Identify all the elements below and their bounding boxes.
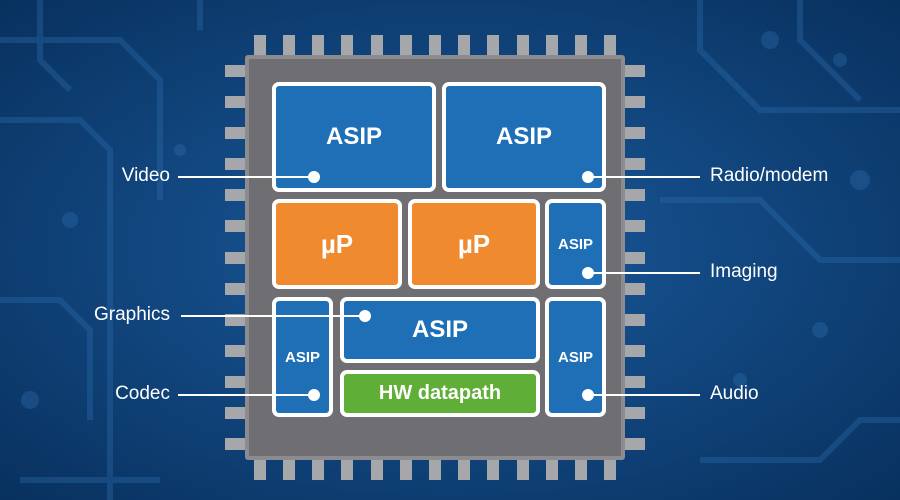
chip-pin-bottom — [516, 460, 529, 480]
chip-pin-bottom — [487, 460, 500, 480]
chip-pin-right — [625, 251, 645, 264]
radio-modem-connector-dot — [582, 171, 594, 183]
chip-pin-right — [625, 313, 645, 326]
chip-pin-top — [253, 35, 266, 55]
radio-modem-label: Radio/modem — [710, 165, 829, 186]
chip-pin-right — [625, 438, 645, 451]
chip-pin-top — [458, 35, 471, 55]
chip-pin-left — [225, 158, 245, 171]
chip-pin-bottom — [253, 460, 266, 480]
chip-pin-top — [429, 35, 441, 55]
chip-pin-right — [625, 158, 645, 171]
chip-pin-top — [341, 35, 354, 55]
chip-pin-left — [225, 251, 245, 264]
chip-pin-top — [516, 35, 529, 55]
chip-pin-right — [625, 220, 645, 233]
chip-pin-right — [625, 344, 645, 357]
audio-label: Audio — [710, 383, 759, 404]
chip-pin-bottom — [575, 460, 588, 480]
imaging-label: Imaging — [710, 261, 778, 282]
video-connector-line — [178, 176, 314, 178]
asip-video-label: ASIP — [325, 123, 382, 150]
chip-pin-bottom — [282, 460, 295, 480]
imaging-connector-dot — [582, 267, 594, 279]
chip-pin-left — [225, 438, 245, 451]
chip-pin-top — [604, 35, 617, 55]
video-label: Video — [121, 165, 170, 186]
chip-pin-bottom — [370, 460, 383, 480]
hw-datapath-label: HW datapath — [378, 382, 502, 404]
chip-pin-right — [625, 126, 645, 139]
chip-pin-bottom — [545, 460, 558, 480]
video-connector-dot — [308, 171, 320, 183]
chip-pin-right — [625, 64, 645, 77]
asip-radio-modem-label: ASIP — [495, 123, 552, 150]
codec-label: Codec — [115, 383, 170, 404]
chip-pin-top — [312, 35, 325, 55]
chip-pin-right — [625, 189, 645, 202]
chip-pin-left — [225, 282, 245, 295]
chip-pin-top — [575, 35, 588, 55]
chip-pin-right — [625, 95, 645, 108]
chip-pin-left — [225, 220, 245, 233]
chip-pin-bottom — [399, 460, 412, 480]
chip-pin-bottom — [458, 460, 471, 480]
codec-connector-dot — [308, 389, 320, 401]
microprocessor-right-block: µP — [408, 199, 540, 289]
asip-graphics-label: ASIP — [411, 316, 468, 343]
asip-graphics-block: ASIP — [340, 297, 540, 363]
asip-audio-label: ASIP — [557, 348, 593, 366]
chip-pin-top — [545, 35, 558, 55]
asip-imaging-label: ASIP — [557, 235, 593, 253]
chip-pin-left — [225, 376, 245, 389]
asip-codec-label: ASIP — [284, 348, 320, 366]
chip-pin-left — [225, 126, 245, 139]
chip-pin-left — [225, 64, 245, 77]
radio-modem-connector-line — [587, 176, 700, 178]
asip-imaging-block: ASIP — [545, 199, 606, 289]
chip-pin-top — [282, 35, 295, 55]
microprocessor-right-label: µP — [457, 228, 491, 259]
microprocessor-left-block: µP — [272, 199, 402, 289]
chip-pin-right — [625, 282, 645, 295]
chip-pin-left — [225, 407, 245, 420]
chip-pin-top — [370, 35, 383, 55]
chip-pin-top — [487, 35, 500, 55]
graphics-connector-dot — [359, 310, 371, 322]
chip-pin-left — [225, 189, 245, 202]
hw-datapath-block: HW datapath — [340, 370, 540, 417]
asip-radio-modem-block: ASIP — [442, 82, 606, 192]
chip-pin-bottom — [341, 460, 354, 480]
microprocessor-left-label: µP — [320, 228, 354, 259]
asip-video-block: ASIP — [272, 82, 436, 192]
asip-audio-block: ASIP — [545, 297, 606, 417]
audio-connector-dot — [582, 389, 594, 401]
chip-pin-right — [625, 376, 645, 389]
codec-connector-line — [178, 394, 314, 396]
chip-pin-bottom — [604, 460, 617, 480]
chip-pin-bottom — [312, 460, 325, 480]
audio-connector-line — [587, 394, 700, 396]
graphics-label: Graphics — [93, 304, 170, 325]
chip-pin-left — [225, 344, 245, 357]
imaging-connector-line — [587, 272, 700, 274]
chip-pin-right — [625, 407, 645, 420]
asip-codec-block: ASIP — [272, 297, 333, 417]
chip-pin-left — [225, 95, 245, 108]
graphics-connector-line — [181, 315, 365, 317]
chip-pin-top — [399, 35, 412, 55]
chip-pin-bottom — [429, 460, 441, 480]
